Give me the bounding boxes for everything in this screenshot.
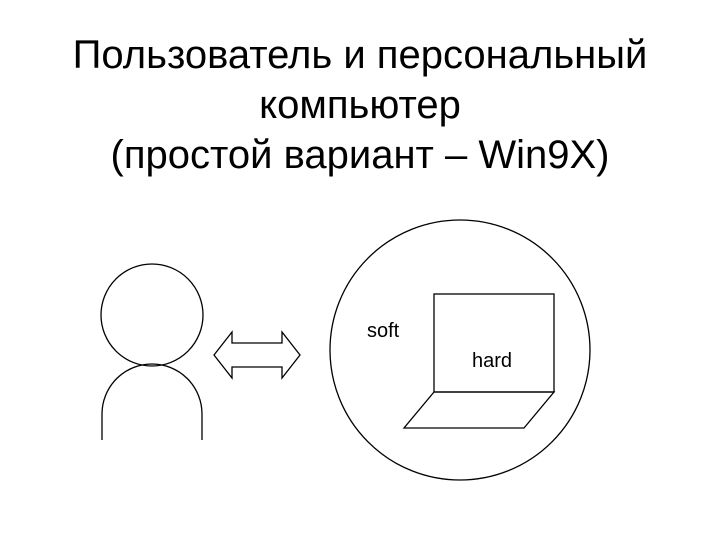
title-line-2: компьютер [259, 83, 461, 127]
software-label: soft [367, 320, 400, 342]
hardware-label: hard [472, 350, 513, 372]
laptop-icon [402, 293, 556, 429]
title-line-1: Пользователь и персональный [72, 33, 648, 77]
software-circle [329, 219, 591, 481]
laptop-keyboard-base [402, 391, 556, 429]
laptop-screen [433, 293, 555, 393]
title-line-3: (простой вариант – Win9X) [110, 133, 610, 177]
slide-title: Пользователь и персональный компьютер (п… [0, 30, 720, 180]
user-figure [100, 263, 204, 440]
bidirectional-arrow-icon [213, 330, 301, 380]
user-body [101, 363, 203, 440]
user-head [100, 263, 204, 367]
